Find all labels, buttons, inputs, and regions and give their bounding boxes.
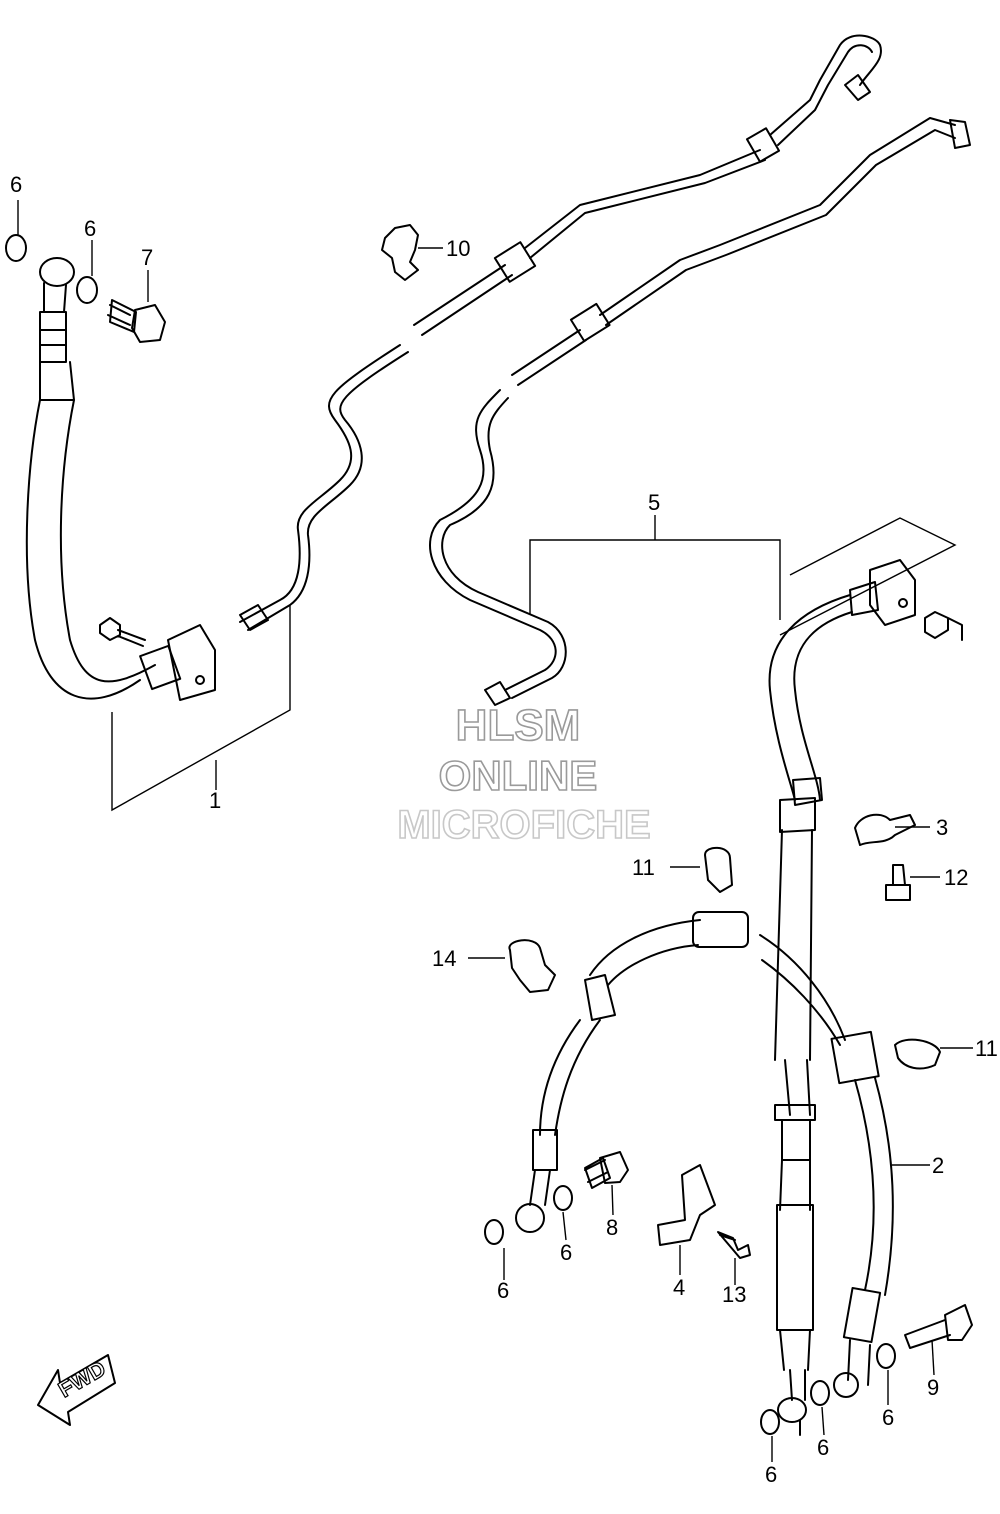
watermark-line-2: ONLINE [439, 752, 598, 799]
brake-hose-part-1 [25, 34, 882, 701]
callout-12: 12 [944, 865, 968, 890]
brake-hose-part-2 [515, 559, 916, 1436]
banjo-fitting [39, 257, 75, 287]
washer-6 [810, 1380, 830, 1406]
washer-6 [76, 276, 98, 304]
brake-pipe-part-5 [429, 117, 971, 706]
bolt-part-13 [717, 1231, 751, 1259]
bolt-part-9 [904, 1304, 973, 1349]
callout-10: 10 [446, 236, 470, 261]
callout-6: 6 [84, 216, 96, 241]
bracket-part-4 [657, 1164, 716, 1246]
callout-6: 6 [882, 1405, 894, 1430]
bolt-part-12 [885, 864, 911, 901]
washer-6 [484, 1219, 504, 1245]
clamp-part-11 [894, 1038, 941, 1070]
washer-6 [5, 234, 27, 262]
watermark-line-3: MICROFICHE [397, 803, 650, 847]
callout-2: 2 [932, 1153, 944, 1178]
clip-part-14 [508, 939, 556, 993]
washer-6 [760, 1409, 780, 1435]
callout-9: 9 [927, 1375, 939, 1400]
callout-14: 14 [432, 946, 456, 971]
washer-6 [876, 1343, 896, 1369]
washer-6 [553, 1185, 573, 1211]
clamp-part-10 [381, 224, 419, 281]
watermark-line-1: HLSM [456, 701, 581, 750]
callout-4: 4 [673, 1275, 685, 1300]
leader-lines [17, 200, 973, 1462]
callout-labels: 6 6 7 10 5 1 3 11 12 14 11 2 8 6 4 13 6 … [10, 172, 998, 1487]
bolt-part-7 [107, 299, 166, 343]
clamp-part-11 [704, 846, 733, 893]
clamp-part-3 [854, 813, 916, 846]
fwd-arrow-icon: FWD [37, 1354, 116, 1426]
callout-6: 6 [10, 172, 22, 197]
callout-13: 13 [722, 1282, 746, 1307]
callout-1: 1 [209, 788, 221, 813]
callout-11: 11 [632, 855, 655, 880]
callout-6: 6 [765, 1462, 777, 1487]
callout-6: 6 [560, 1240, 572, 1265]
bolt-part-8 [584, 1151, 629, 1189]
callout-8: 8 [606, 1215, 618, 1240]
callout-11: 11 [975, 1036, 998, 1061]
callout-6: 6 [817, 1435, 829, 1460]
callout-6: 6 [497, 1278, 509, 1303]
callout-7: 7 [141, 245, 153, 270]
callout-5: 5 [648, 490, 660, 515]
callout-3: 3 [936, 815, 948, 840]
watermark: HLSM ONLINE MICROFICHE [397, 700, 652, 848]
